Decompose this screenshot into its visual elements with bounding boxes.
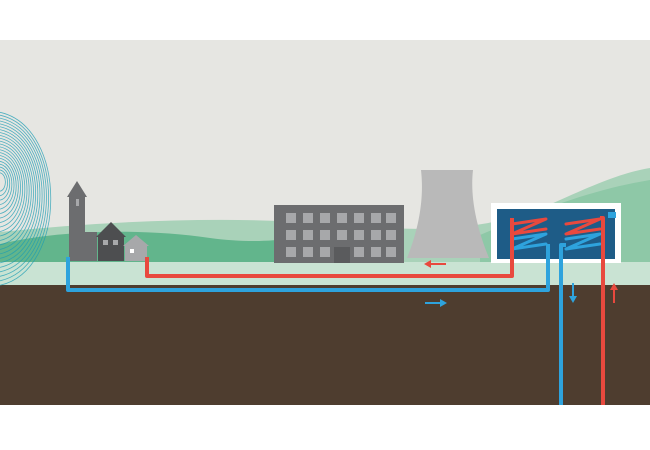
building-windows	[286, 213, 396, 257]
heat-exchanger-coils	[510, 217, 602, 251]
injection-well	[559, 243, 566, 405]
wave-pattern	[0, 111, 51, 286]
ground	[0, 285, 650, 405]
houses	[96, 222, 149, 261]
supply-pipe	[66, 244, 550, 292]
office-building	[274, 205, 404, 263]
production-well	[600, 216, 605, 405]
arrow-down-icon	[569, 283, 577, 303]
arrow-left-icon	[424, 260, 446, 268]
cooling-tower	[407, 170, 489, 258]
arrow-right-icon	[425, 299, 447, 307]
arrow-up-icon	[610, 283, 618, 303]
church	[67, 181, 97, 261]
return-pipe	[145, 218, 514, 278]
ground-strip-light	[0, 262, 650, 285]
